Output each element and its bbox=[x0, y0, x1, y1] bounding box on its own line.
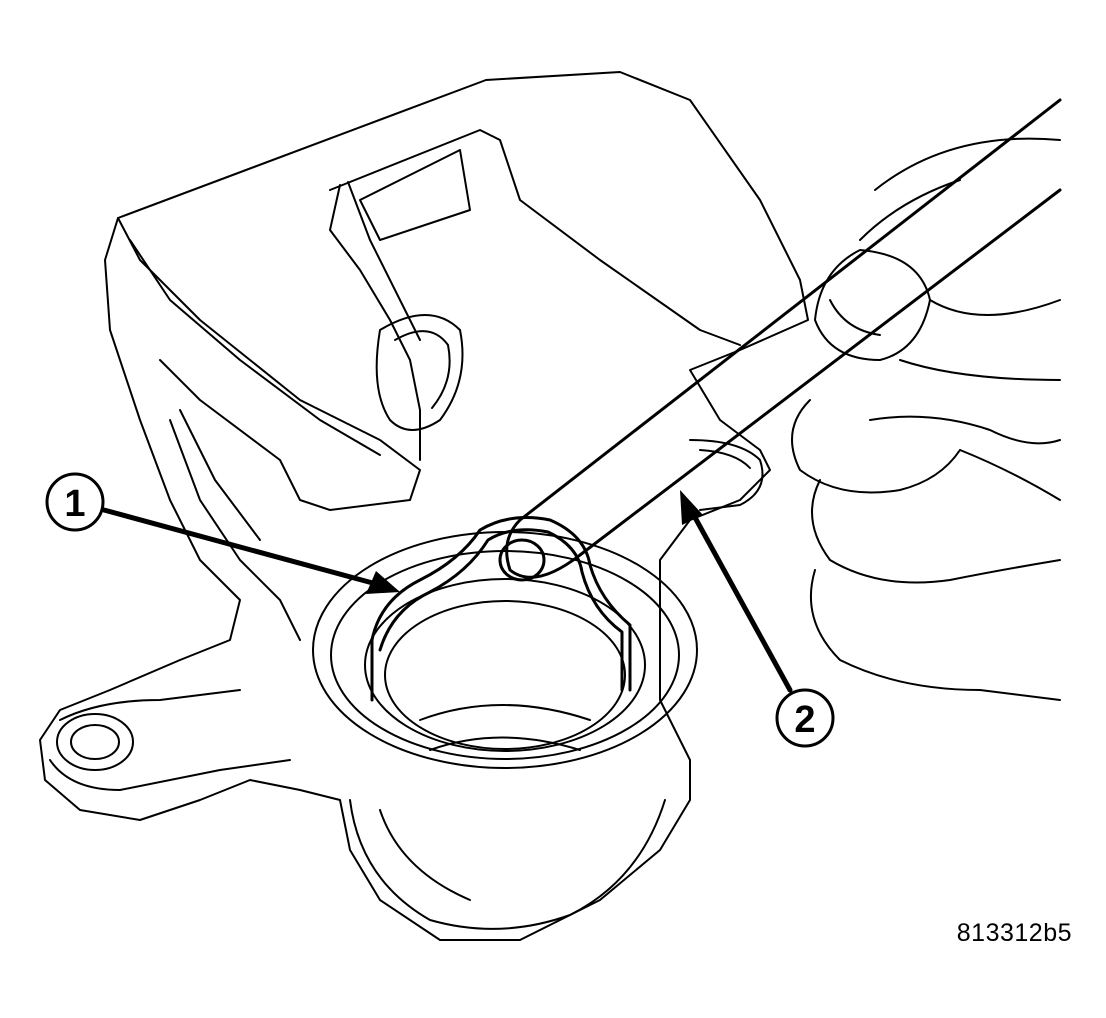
arrowhead-2-icon bbox=[680, 490, 703, 525]
arrowhead-1-icon bbox=[366, 571, 400, 594]
caliper-body bbox=[39, 71, 809, 941]
technician-hand bbox=[791, 137, 1061, 701]
callout-2 bbox=[680, 490, 835, 748]
seal-pick-tool bbox=[498, 98, 1062, 582]
callout-1-label: 1 bbox=[64, 483, 85, 525]
callout-2-label: 2 bbox=[794, 699, 815, 741]
figure-id: 813312b5 bbox=[956, 919, 1072, 947]
callout-1 bbox=[45, 472, 400, 594]
piston-bore bbox=[312, 531, 698, 769]
